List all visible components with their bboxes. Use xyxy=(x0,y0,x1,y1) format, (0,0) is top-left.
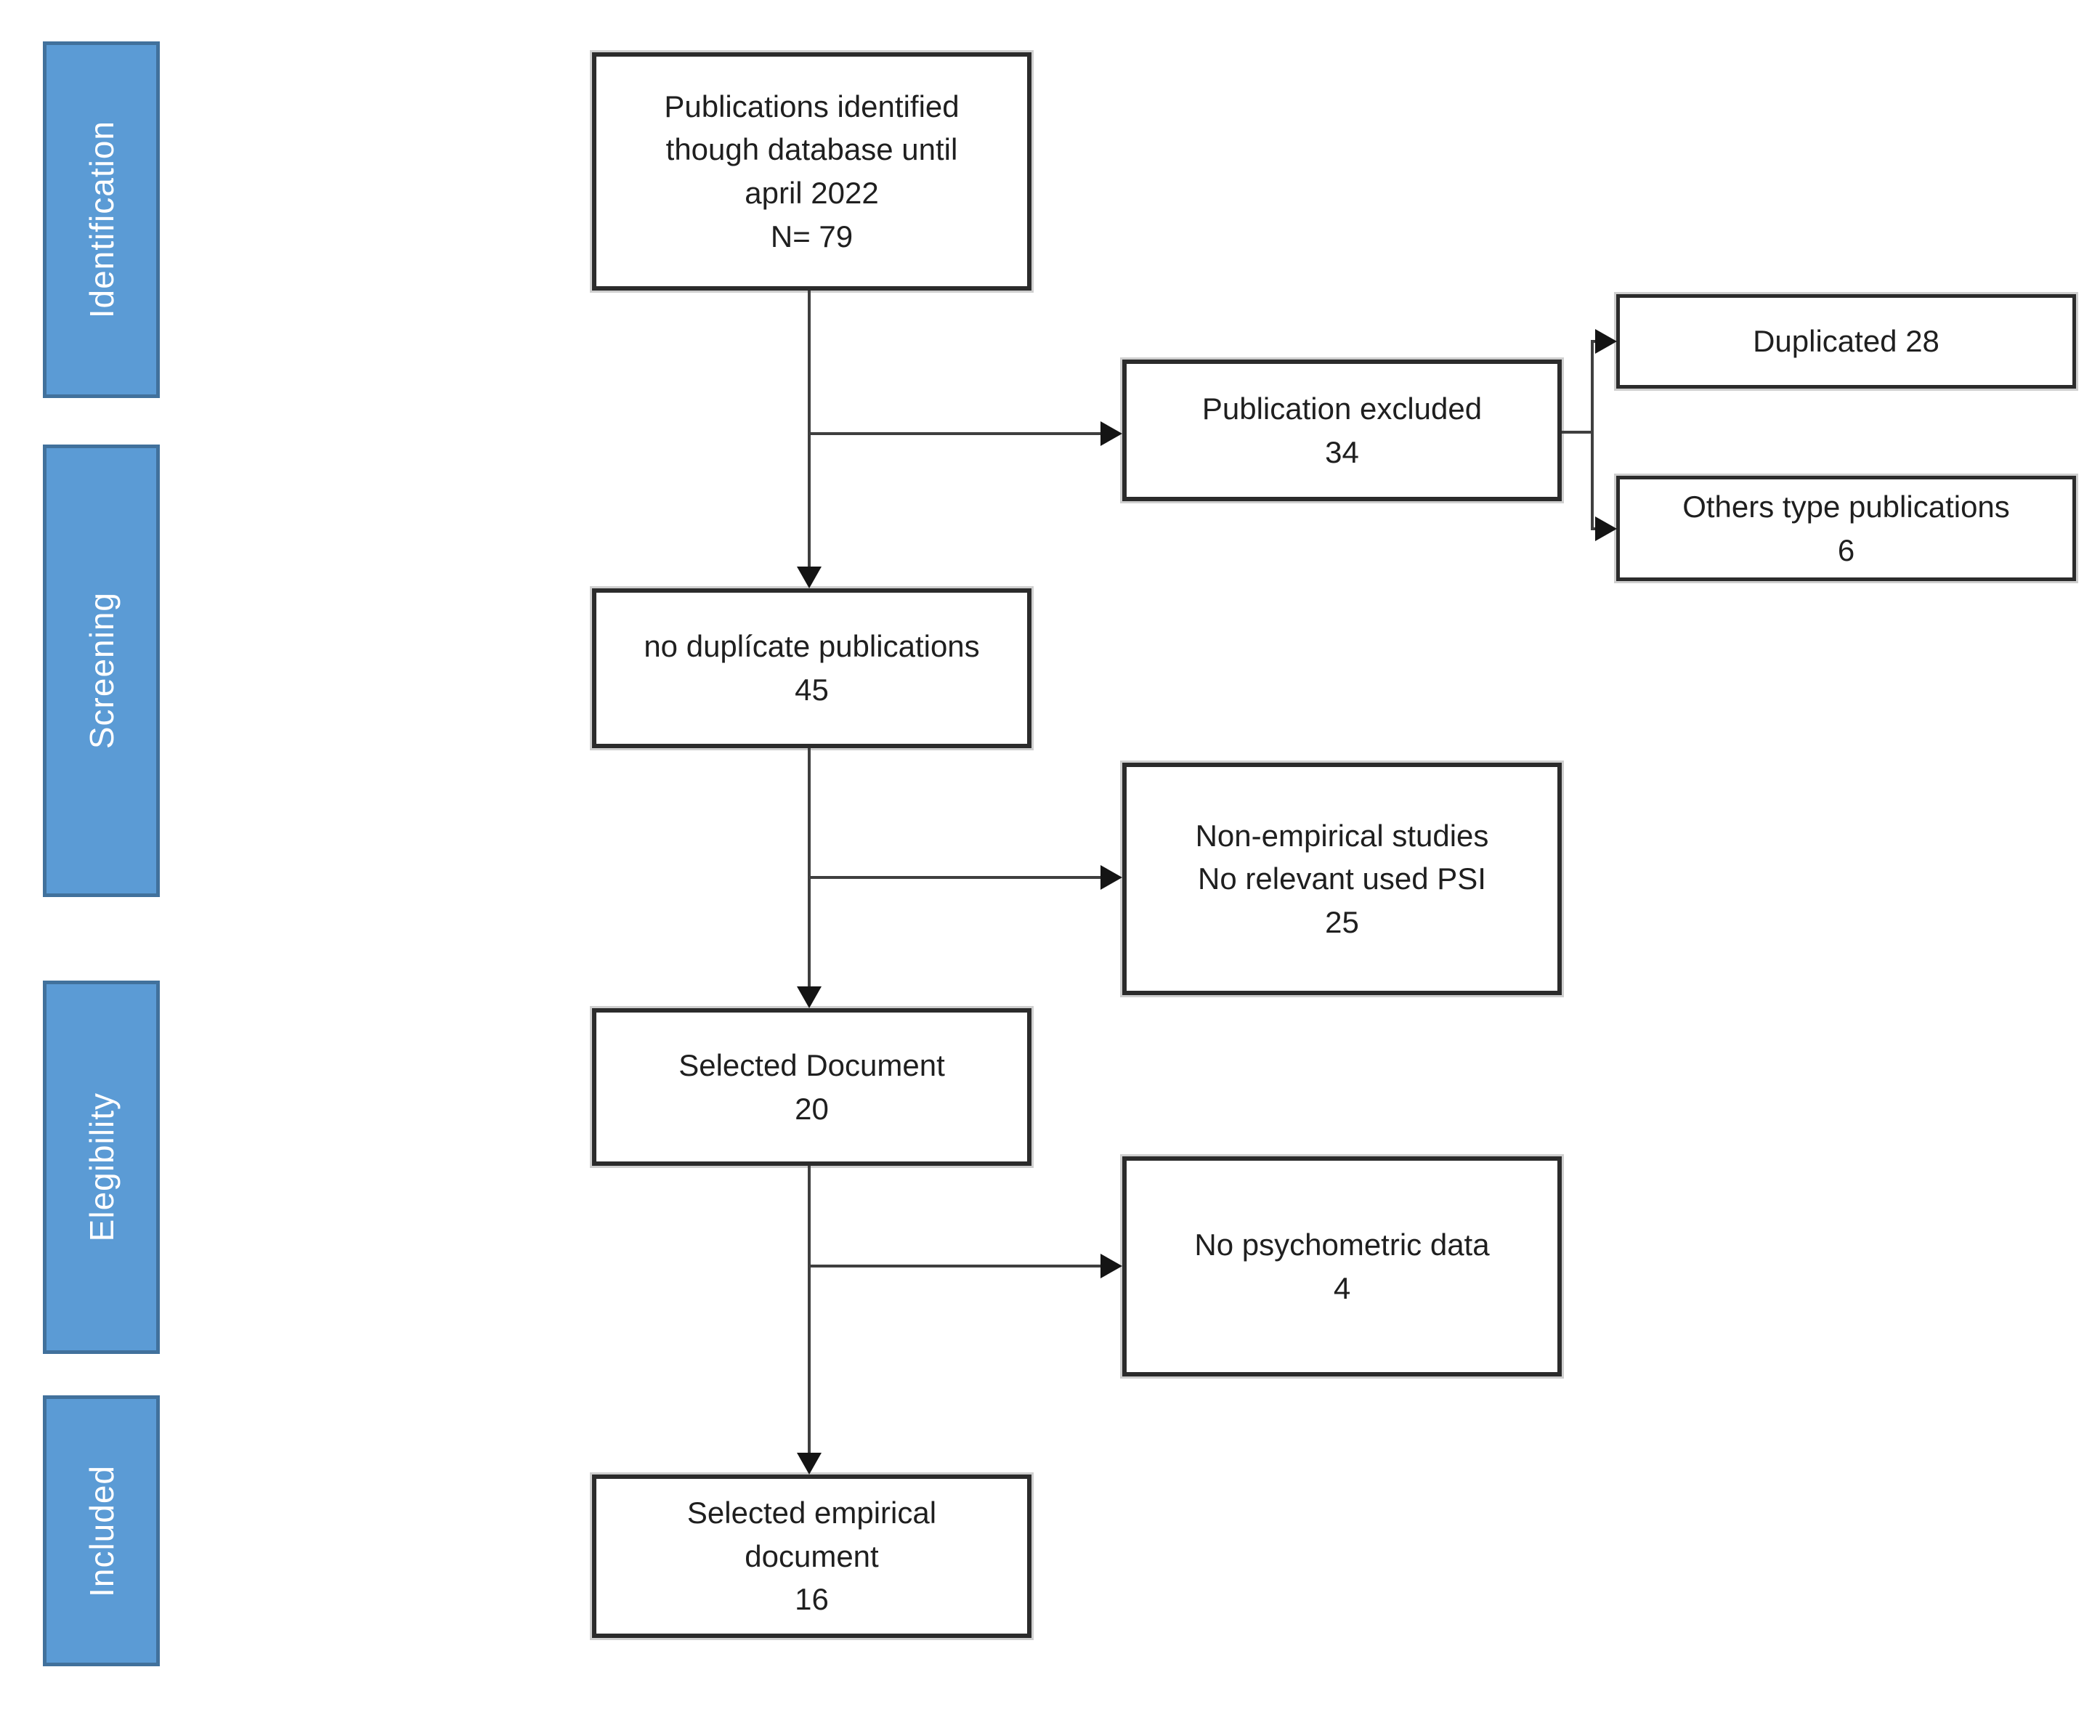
connector-excluded-to-bracket-line xyxy=(1562,431,1594,434)
flow-box-no-psychometric-data-count: 4 xyxy=(1333,1270,1351,1305)
connector-bracket-to-others-arrowhead xyxy=(1595,516,1617,541)
flow-box-duplicated: Duplicated 28 xyxy=(1616,294,2076,389)
connector-selected-to-empirical-line xyxy=(808,1166,811,1456)
connector-noduplicate-to-selected-line xyxy=(808,748,811,989)
flow-box-selected-document-count: 20 xyxy=(795,1091,829,1126)
flow-box-no-duplicate-publications: no duplícate publications 45 xyxy=(592,588,1031,748)
flow-box-no-psychometric-data: No psychometric data 4 xyxy=(1122,1156,1562,1376)
connector-to-non-empirical-line xyxy=(809,876,1102,879)
connector-to-publication-excluded-arrowhead xyxy=(1100,421,1122,446)
flow-box-others-type-publications-text: Others type publications xyxy=(1682,489,2010,524)
flow-box-no-duplicate-publications-count: 45 xyxy=(795,673,829,707)
connector-to-publication-excluded-line xyxy=(809,432,1102,435)
flow-box-publications-identified: Publications identified though database … xyxy=(592,52,1031,291)
flow-box-others-type-publications: Others type publications 6 xyxy=(1616,476,2076,581)
flow-box-no-duplicate-publications-text: no duplícate publications xyxy=(644,629,980,664)
flow-box-selected-empirical-document: Selected empirical document 16 xyxy=(592,1475,1031,1638)
stage-bar-screening: Screening xyxy=(43,445,160,897)
flow-box-publication-excluded: Publication excluded 34 xyxy=(1122,360,1562,501)
connector-noduplicate-to-selected-arrowhead xyxy=(797,986,822,1008)
flow-box-non-empirical-studies-count: 25 xyxy=(1325,904,1359,939)
flow-box-duplicated-text: Duplicated 28 xyxy=(1753,324,1939,359)
stage-label-included: Included xyxy=(82,1464,121,1597)
flow-box-publications-identified-count: N= 79 xyxy=(770,219,854,253)
flow-box-no-psychometric-data-text: No psychometric data xyxy=(1194,1227,1490,1262)
flow-box-others-type-publications-count: 6 xyxy=(1837,532,1855,567)
connector-bracket-vertical-line xyxy=(1591,340,1594,530)
connector-identified-to-noduplicate-line xyxy=(808,291,811,569)
connector-selected-to-empirical-arrowhead xyxy=(797,1453,822,1475)
stage-label-elegibility: Elegibility xyxy=(82,1092,121,1242)
flow-box-selected-empirical-document-count: 16 xyxy=(795,1582,829,1617)
flow-box-selected-empirical-document-text: Selected empirical document xyxy=(686,1496,937,1573)
connector-to-no-psychometric-arrowhead xyxy=(1100,1254,1122,1278)
stage-bar-elegibility: Elegibility xyxy=(43,981,160,1354)
flow-box-publication-excluded-count: 34 xyxy=(1325,434,1359,469)
flow-box-selected-document: Selected Document 20 xyxy=(592,1008,1031,1166)
connector-to-non-empirical-arrowhead xyxy=(1100,865,1122,890)
stage-bar-included: Included xyxy=(43,1395,160,1666)
flow-box-non-empirical-studies: Non-empirical studies No relevant used P… xyxy=(1122,763,1562,995)
flow-box-non-empirical-studies-text: Non-empirical studies No relevant used P… xyxy=(1195,818,1489,896)
connector-bracket-to-duplicated-arrowhead xyxy=(1595,329,1617,354)
stage-label-screening: Screening xyxy=(82,592,121,750)
flow-box-selected-document-text: Selected Document xyxy=(678,1047,945,1082)
stage-bar-identification: Identification xyxy=(43,41,160,398)
stage-label-identification: Identification xyxy=(82,121,121,319)
flow-box-publications-identified-text: Publications identified though database … xyxy=(664,89,960,210)
flow-box-publication-excluded-text: Publication excluded xyxy=(1201,391,1483,426)
connector-to-no-psychometric-line xyxy=(809,1265,1102,1267)
connector-identified-to-noduplicate-arrowhead xyxy=(797,567,822,588)
